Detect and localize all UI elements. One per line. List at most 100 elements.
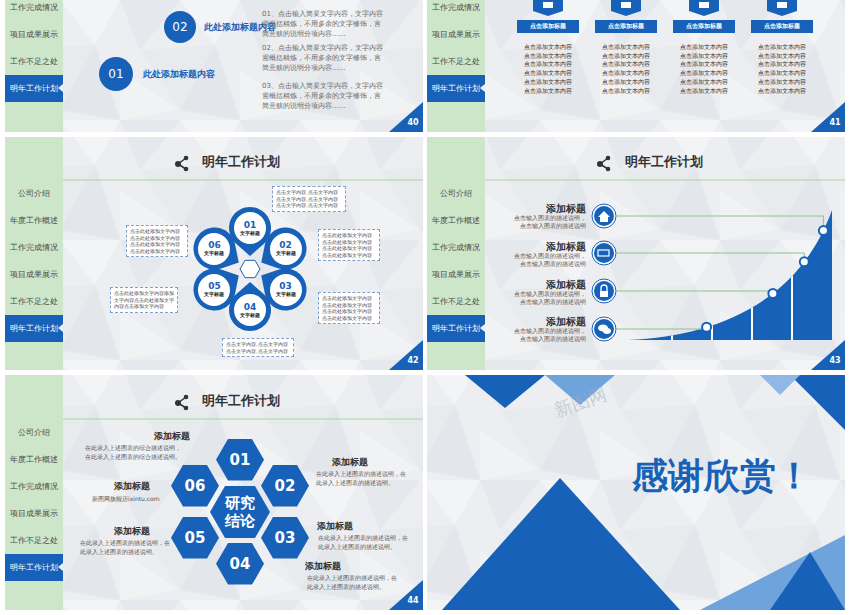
curve-point xyxy=(768,289,777,298)
title-icon-dot xyxy=(175,161,181,167)
item-description: 点击输入图表的描述说明，点击输入图表的描述说明 xyxy=(510,214,586,230)
list-item: 点击添加文本内容 xyxy=(591,87,661,94)
page-number: 44 xyxy=(405,596,421,606)
list-item: 点击添加文本内容 xyxy=(669,43,739,50)
node-text: 项目成果展示 xyxy=(10,21,58,48)
node-text: 工作完成情况 xyxy=(10,0,58,21)
active-menu-item: 明年工作计划 xyxy=(5,75,63,102)
item-description: 点击输入图表的描述说明，点击输入图表的描述说明 xyxy=(510,327,586,343)
list-item: 点击添加文本内容 xyxy=(747,69,817,76)
item-description: 在此录入上述图表的描述说明，在此录入上述图表的描述说明。 xyxy=(80,538,170,556)
battery-glyph xyxy=(598,250,609,256)
list-item: 点击添加文本内容 xyxy=(513,60,583,67)
title-icon-dot xyxy=(184,406,189,411)
list-item: 点击添加文本内容 xyxy=(591,78,661,85)
node-text: 点击文字内容,点击文字内容 点击文字内容,点击文字内容 点击文字内容,点击文字内… xyxy=(276,189,342,209)
item-heading: 添加标题 xyxy=(90,481,150,492)
title-rule xyxy=(485,180,845,181)
icon-glyph xyxy=(621,2,631,8)
bar-separator xyxy=(791,200,793,340)
title-button: 点击添加标题 xyxy=(517,20,579,33)
hexagon-outline xyxy=(171,517,219,559)
list-item: 点击添加文本内容 xyxy=(669,60,739,67)
node-text: 点击添加标题 xyxy=(686,22,722,31)
active-menu-item: 明年工作计划 xyxy=(427,75,485,102)
node-text: 01 xyxy=(230,451,251,469)
node-text: 点击添加标题 xyxy=(764,22,800,31)
number-hexagon: 04 xyxy=(216,543,264,585)
bar-separators xyxy=(672,200,792,340)
lock-glyph xyxy=(601,285,607,291)
icon-block xyxy=(611,0,641,16)
node-text: 工作完成情况 xyxy=(10,473,58,500)
item-description: 在此录入上述图表的描述说明，在此录入上述图表的描述说明。 xyxy=(318,533,410,551)
petal-circle: 03文字标题 xyxy=(268,272,304,308)
page-corner xyxy=(811,102,845,132)
sidebar-menu: 公司介绍年度工作概述工作完成情况项目成果展示工作不足之处明年工作计划 xyxy=(5,137,63,370)
item-description: 在此录入上述图表的描述说明，在此录入上述图表的描述说明。 xyxy=(316,469,408,487)
item-heading: 添加标题 xyxy=(526,203,586,215)
icon-circle xyxy=(594,243,614,263)
node-text: 文字标题 xyxy=(276,291,296,298)
node-text: 文字标题 xyxy=(276,250,296,257)
node-text: 项目成果展示 xyxy=(432,21,480,48)
node-text: 01 xyxy=(244,220,257,230)
icon-glyph xyxy=(699,2,709,8)
body-text: 02、点击输入简要文字内容，文字内容需概括精炼，不用多余的文字修饰，言简意赅的说… xyxy=(262,43,384,73)
list-item: 点击添加文本内容 xyxy=(747,60,817,67)
list-item: 点击添加文本内容 xyxy=(669,69,739,76)
page-corner xyxy=(389,340,423,370)
deco-triangle xyxy=(770,552,845,610)
node-text: 01 xyxy=(108,67,123,81)
hexagon-outline xyxy=(261,517,309,559)
icon-circle xyxy=(594,206,614,226)
node-text: 02 xyxy=(279,240,292,250)
node-text: 年度工作概述 xyxy=(10,446,58,473)
icon-ring xyxy=(592,279,616,303)
node-text: 03 xyxy=(279,281,292,291)
node-text: 项目成果展示 xyxy=(10,261,58,288)
active-menu-item: 明年工作计划 xyxy=(5,315,63,342)
slide-title: 明年工作计划 xyxy=(625,154,745,170)
page-number: 40 xyxy=(405,118,421,128)
deco-triangle xyxy=(790,375,845,430)
node-text: 点击此处添加文字内容 点击此处添加文字内容 点击此处添加文字内容 点击此处添加文… xyxy=(322,232,376,258)
node-text: 工作不足之处 xyxy=(432,288,480,315)
slide-title: 明年工作计划 xyxy=(202,393,322,409)
node-text: 年度工作概述 xyxy=(10,207,58,234)
leader-line xyxy=(617,288,773,291)
node-text: 04 xyxy=(244,302,257,312)
node-text: 02 xyxy=(172,20,187,34)
item-heading: 添加标题 xyxy=(90,526,150,537)
item-description: 点击输入图表的描述说明，点击输入图表的描述说明 xyxy=(510,252,586,268)
lock-glyph xyxy=(600,291,608,297)
petal-circle: 06文字标题 xyxy=(196,231,232,267)
node-text: 明年工作计划 xyxy=(432,75,480,102)
node-text: 工作不足之处 xyxy=(10,48,58,75)
dashed-callout: 点击此处添加文字内容添加文字内容点击此处添加文字内容点击添加文字内容 xyxy=(110,287,178,313)
active-menu-item: 明年工作计划 xyxy=(5,554,63,581)
item-heading: 添加标题 xyxy=(332,457,392,468)
item-description: 新图网旗舰店ixintu.com xyxy=(92,494,172,503)
node-text: 点击添加标题 xyxy=(530,22,566,31)
icon-ring xyxy=(592,204,616,228)
node-text: 明年工作计划 xyxy=(10,75,58,102)
title-icon-dot xyxy=(606,156,611,161)
number-hexagon: 02 xyxy=(261,465,309,507)
icon-block xyxy=(767,0,797,16)
deco-triangle xyxy=(442,478,680,610)
title-button: 点击添加标题 xyxy=(751,20,813,33)
chat-glyph xyxy=(603,328,611,334)
node-text: 工作不足之处 xyxy=(432,48,480,75)
icon-circle xyxy=(594,319,614,339)
list-item: 点击添加文本内容 xyxy=(513,87,583,94)
number-circle: 02此处添加标题内容 xyxy=(164,11,196,43)
node-text: 研究结论 xyxy=(223,494,257,530)
page-number: 41 xyxy=(827,118,843,128)
body-text: 03、点击输入简要文字内容，文字内容需概括精炼，不用多余的文字修饰，言简意赅的说… xyxy=(262,81,384,111)
node-text: 年度工作概述 xyxy=(432,207,480,234)
list-item: 点击添加文本内容 xyxy=(669,78,739,85)
hexagon-outline xyxy=(216,543,264,585)
number-circle: 01此处添加标题内容 xyxy=(99,57,133,91)
page-corner xyxy=(389,102,423,132)
